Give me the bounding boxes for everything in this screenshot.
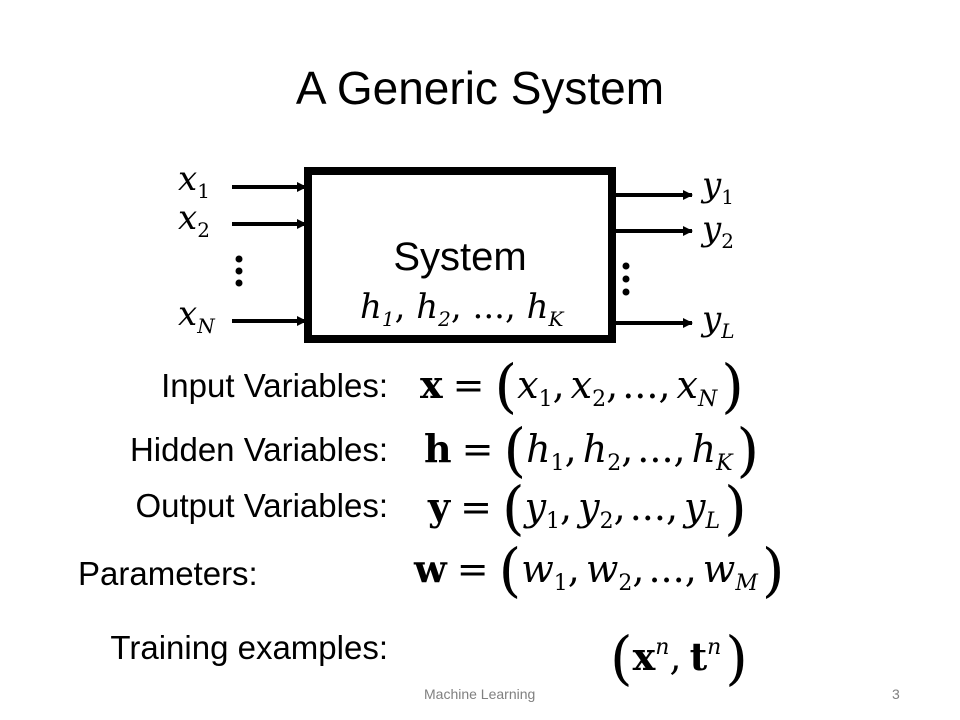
params-formula: w=(w1,w2,...,wM) [413, 536, 785, 604]
input-ellipsis [235, 255, 243, 287]
output-y2-label: y2 [700, 209, 734, 253]
output-yl-label: yL [700, 299, 735, 343]
input-x2-label: x2 [178, 198, 210, 242]
output-ellipsis [622, 262, 630, 296]
output-y1-label: y1 [700, 165, 734, 209]
training-formula: (xn,tn) [610, 624, 748, 692]
output-variables-label: Output Variables: [135, 487, 388, 524]
system-label: System [393, 235, 526, 279]
parameters-label: Parameters: [78, 555, 258, 592]
input-formula: x=(x1,x2,...,xN) [420, 352, 744, 420]
output-formula: y=(y1,y2,...,yL) [427, 474, 747, 542]
page-number: 3 [892, 686, 900, 702]
input-xn-label: xN [178, 294, 216, 338]
system-box [304, 167, 616, 343]
hidden-variables-label: Hidden Variables: [129, 431, 388, 468]
hidden-sequence: h1, h2, ..., hK [360, 287, 565, 331]
training-examples-label: Training examples: [110, 629, 388, 666]
input-x1-label: x1 [178, 159, 210, 203]
hidden-formula: h=(h1,h2,...,hK) [424, 416, 759, 484]
footer-text: Machine Learning [424, 686, 536, 702]
slide-title: A Generic System [295, 62, 665, 114]
input-variables-label: Input Variables: [161, 367, 388, 404]
